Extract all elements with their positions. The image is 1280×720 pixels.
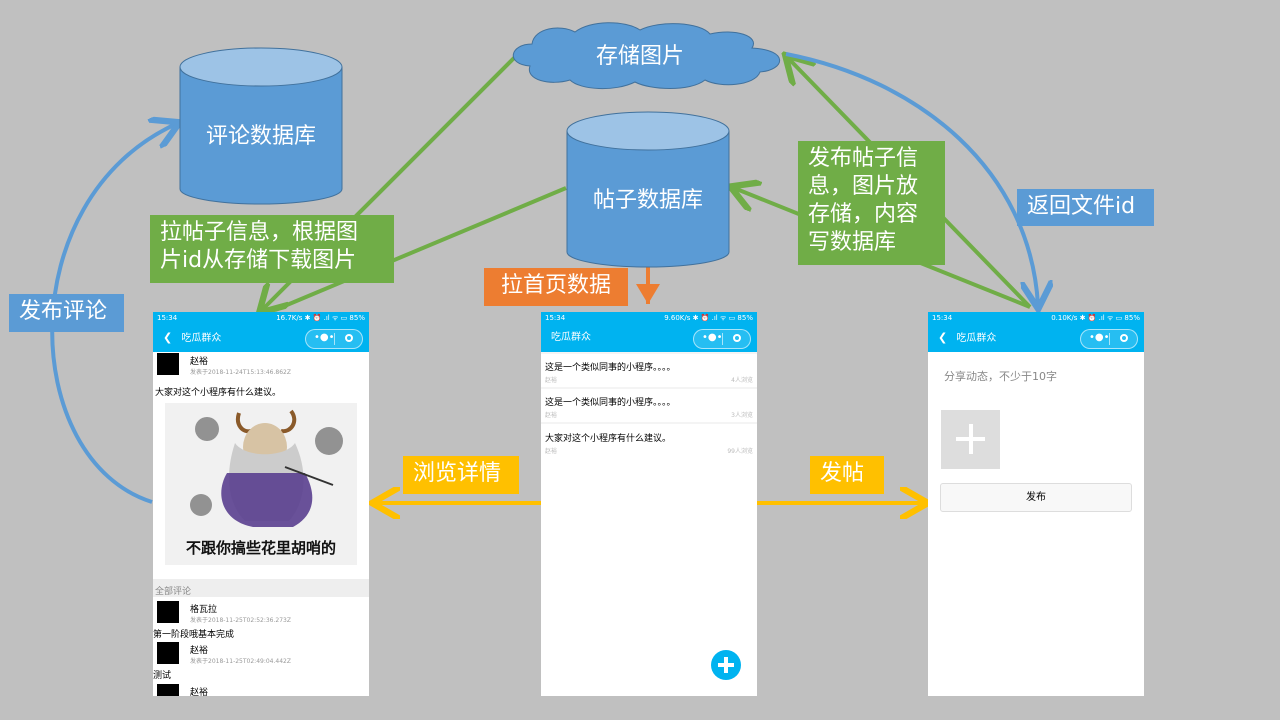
status-bar: 15:34 0.10K/s ✱ ⏰ .ıl ᯤ ▭ 85% — [928, 312, 1144, 324]
phone-publish-post: 15:34 0.10K/s ✱ ⏰ .ıl ᯤ ▭ 85% ❮ 吃瓜群众 •●•… — [928, 312, 1144, 696]
meme-illustration — [190, 409, 343, 527]
status-bar: 15:34 16.7K/s ✱ ⏰ .ıl ᯤ ▭ 85% — [153, 312, 369, 324]
comment-avatar — [157, 642, 179, 664]
close-target-icon[interactable] — [345, 334, 353, 342]
more-icon[interactable]: •●• — [702, 332, 723, 343]
storage-cloud-label: 存储图片 — [595, 44, 684, 69]
label-post-publish-line3: 存储，内容 — [808, 202, 919, 227]
add-image-button[interactable] — [941, 410, 1000, 469]
post-views: 99人浏览 — [727, 448, 753, 455]
publish-button[interactable]: 发布 — [940, 483, 1132, 512]
post-title: 这是一个类似同事的小程序。。。。 — [545, 398, 676, 408]
post-views: 3人浏览 — [731, 412, 753, 419]
more-icon[interactable]: •●• — [1089, 332, 1110, 343]
label-pull-post-info-line2: 片id从存储下载图片 — [160, 248, 357, 273]
status-time: 15:34 — [157, 314, 178, 322]
post-author: 赵裕 — [545, 377, 558, 384]
post-db-label: 帖子数据库 — [592, 188, 703, 213]
post-list-item[interactable]: 这是一个类似同事的小程序。。。。 赵裕 4人浏览 — [541, 354, 757, 387]
all-comments-header: 全部评论 — [153, 579, 369, 597]
post-author-block: 赵裕 发表于2018-11-24T15:13:46.862Z — [157, 353, 367, 377]
label-post-publish-line2: 息，图片放 — [808, 174, 919, 199]
back-icon[interactable]: ❮ — [938, 331, 948, 344]
nav-title: 吃瓜群众 — [956, 333, 997, 344]
comment-time: 发表于2018-11-25T02:49:04.442Z — [190, 658, 291, 665]
comment-author: 赵裕 — [190, 688, 209, 696]
comment-time: 发表于2018-11-25T02:52:36.273Z — [190, 617, 291, 624]
comment-item: 赵裕 发表于2018-11-25T02:49:04.442Z 测试 — [153, 642, 369, 682]
label-browse-detail: 浏览详情 — [403, 456, 519, 494]
meme-image: 不跟你搞些花里胡哨的 — [165, 403, 357, 565]
post-views: 4人浏览 — [731, 377, 753, 384]
blue-arrow-return-file-id — [785, 52, 1038, 305]
status-indicators: 9.60K/s ✱ ⏰ .ıl ᯤ ▭ 85% — [664, 314, 753, 322]
comment-db-label: 评论数据库 — [205, 124, 316, 149]
comment-author: 格瓦拉 — [190, 605, 218, 615]
comment-item: 格瓦拉 发表于2018-11-25T02:52:36.273Z 第一阶段哦基本完… — [153, 601, 369, 641]
comment-author: 赵裕 — [190, 646, 209, 656]
label-publish-comment: 发布评论 — [9, 294, 124, 332]
nav-title: 吃瓜群众 — [181, 333, 222, 344]
label-pull-post-info: 拉帖子信息，根据图 片id从存储下载图片 — [150, 215, 394, 283]
post-list-item[interactable]: 这是一个类似同事的小程序。。。。 赵裕 3人浏览 — [541, 389, 757, 422]
post-db-cylinder — [566, 111, 730, 268]
capsule-menu[interactable]: •●• — [305, 329, 363, 349]
post-time: 发表于2018-11-24T15:13:46.862Z — [190, 369, 291, 376]
post-author: 赵裕 — [545, 448, 558, 455]
status-indicators: 16.7K/s ✱ ⏰ .ıl ᯤ ▭ 85% — [276, 314, 365, 322]
post-title: 这是一个类似同事的小程序。。。。 — [545, 363, 676, 373]
comment-db-cylinder — [179, 47, 343, 205]
close-target-icon[interactable] — [733, 334, 741, 342]
back-icon[interactable]: ❮ — [163, 331, 173, 344]
post-text-input[interactable]: 分享动态，不少于10字 — [944, 370, 1057, 383]
post-content: 大家对这个小程序有什么建议。 — [155, 388, 282, 398]
label-return-file-id: 返回文件id — [1017, 189, 1154, 226]
meme-caption: 不跟你搞些花里胡哨的 — [185, 539, 336, 557]
comment-avatar — [157, 684, 179, 696]
capsule-menu[interactable]: •●• — [1080, 329, 1138, 349]
avatar — [157, 353, 179, 375]
post-author: 赵裕 — [545, 412, 558, 419]
label-post-publish-line1: 发布帖子信 — [808, 146, 919, 171]
phone-home-list: 15:34 9.60K/s ✱ ⏰ .ıl ᯤ ▭ 85% 吃瓜群众 •●• 这… — [541, 312, 757, 696]
status-time: 15:34 — [932, 314, 953, 322]
comment-item: 赵裕 — [153, 684, 369, 696]
close-target-icon[interactable] — [1120, 334, 1128, 342]
label-pull-post-info-line1: 拉帖子信息，根据图 — [160, 220, 359, 245]
nav-bar: ❮ 吃瓜群众 •●• — [928, 324, 1144, 352]
more-icon[interactable]: •●• — [314, 332, 335, 343]
green-arrow-postdb-to-detail — [274, 186, 567, 312]
all-comments-label: 全部评论 — [155, 587, 192, 597]
nav-bar: ❮ 吃瓜群众 •●• — [153, 324, 369, 352]
post-title: 大家对这个小程序有什么建议。 — [545, 434, 672, 444]
nav-title: 吃瓜群众 — [551, 332, 591, 343]
post-author-name: 赵裕 — [190, 357, 209, 367]
storage-cloud — [512, 22, 781, 90]
comment-text: 测试 — [153, 671, 172, 681]
label-post-publish-info: 发布帖子信 息，图片放 存储，内容 写数据库 — [798, 141, 945, 265]
status-indicators: 0.10K/s ✱ ⏰ .ıl ᯤ ▭ 85% — [1051, 314, 1140, 322]
add-post-fab[interactable] — [711, 650, 741, 680]
comment-text: 第一阶段哦基本完成 — [153, 630, 235, 640]
nav-bar: 吃瓜群众 •●• — [541, 324, 757, 352]
label-post-publish-line4: 写数据库 — [808, 230, 897, 255]
status-bar: 15:34 9.60K/s ✱ ⏰ .ıl ᯤ ▭ 85% — [541, 312, 757, 324]
label-publish-post: 发帖 — [810, 456, 884, 494]
comment-avatar — [157, 601, 179, 623]
status-time: 15:34 — [545, 314, 566, 322]
label-pull-home-data: 拉首页数据 — [484, 268, 628, 306]
capsule-menu[interactable]: •●• — [693, 329, 751, 349]
phone-post-detail: 15:34 16.7K/s ✱ ⏰ .ıl ᯤ ▭ 85% ❮ 吃瓜群众 •●•… — [153, 312, 369, 696]
